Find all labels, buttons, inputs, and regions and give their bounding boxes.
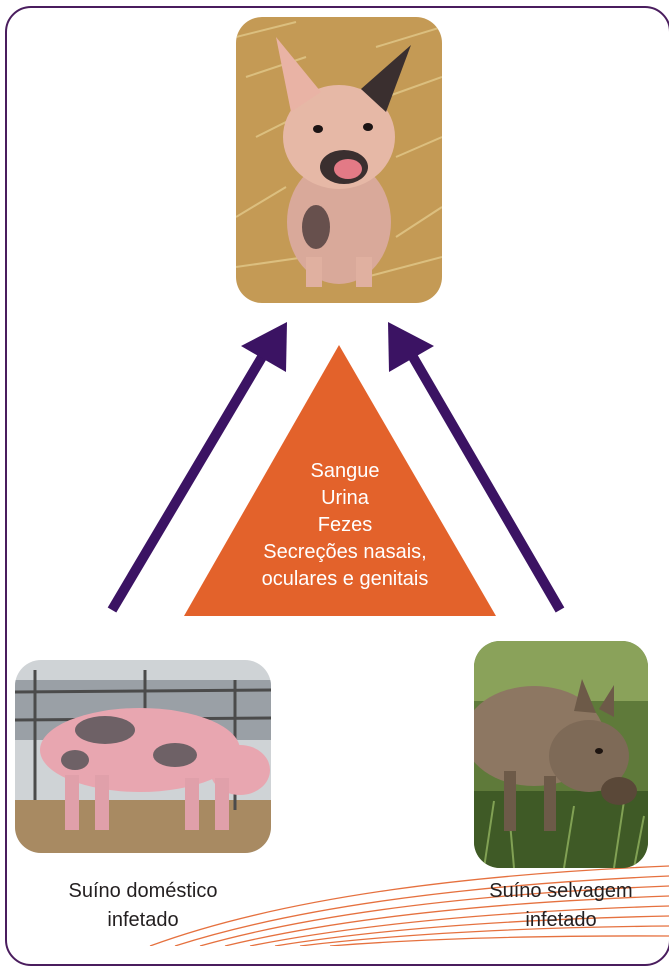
piglet-photo — [236, 17, 442, 303]
wild-boar-caption: Suíno selvagem infetado — [452, 877, 669, 935]
route-item: Secreções nasais, — [195, 539, 495, 566]
route-item: Urina — [195, 485, 495, 512]
domestic-pig-caption: Suíno doméstico infetado — [20, 877, 266, 935]
route-item: Fezes — [195, 512, 495, 539]
caption-line: Suíno doméstico — [20, 877, 266, 906]
transmission-routes-list: Sangue Urina Fezes Secreções nasais, ocu… — [195, 458, 495, 593]
route-item: Sangue — [195, 458, 495, 485]
domestic-pig-photo — [15, 660, 271, 853]
caption-line: Suíno selvagem — [452, 877, 669, 906]
wild-boar-photo — [474, 641, 648, 868]
caption-line: infetado — [20, 906, 266, 935]
route-item: oculares e genitais — [195, 566, 495, 593]
caption-line: infetado — [452, 906, 669, 935]
